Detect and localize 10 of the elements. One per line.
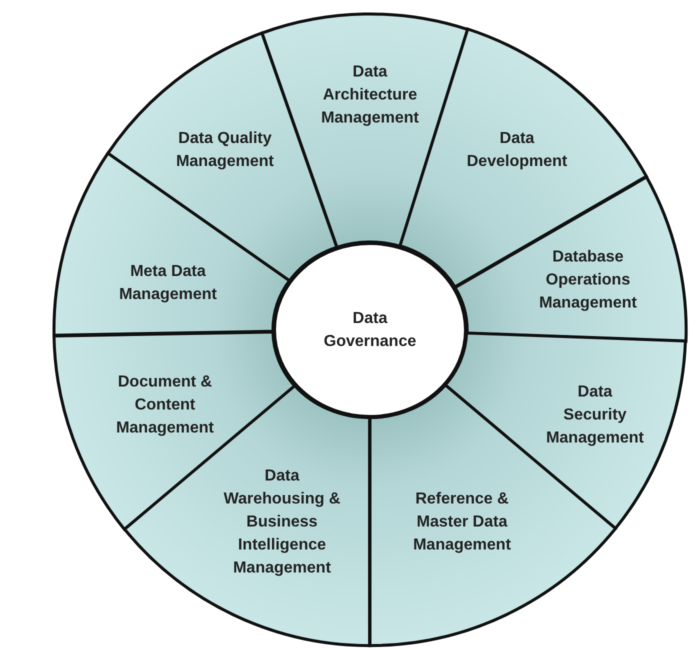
segment-label: Data Quality Management — [175, 128, 275, 172]
segment-label: Data Security Management — [545, 382, 645, 448]
segment-label: Data Development — [466, 128, 568, 172]
hub-label: Data Governance — [322, 309, 418, 352]
segment-label: Document & Content Management — [115, 372, 215, 438]
segment-label: Reference & Master Data Management — [412, 489, 512, 556]
segment-label: Data Warehousing & Business Intelligence Management — [222, 466, 342, 578]
segment-label: Database Operations Management — [538, 247, 638, 314]
segment-label: Data Architecture Management — [320, 62, 420, 128]
segment-label: Meta Data Management — [118, 262, 218, 305]
